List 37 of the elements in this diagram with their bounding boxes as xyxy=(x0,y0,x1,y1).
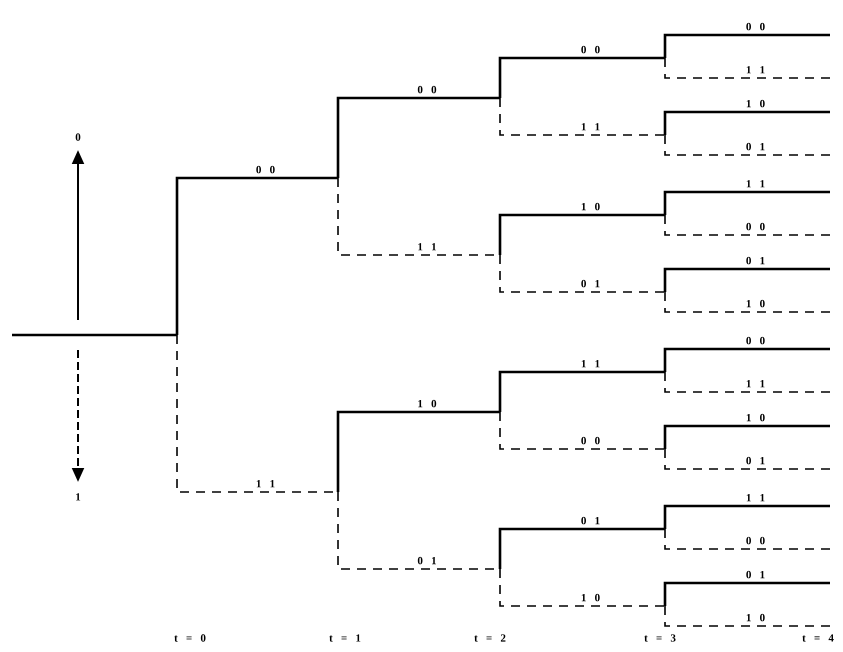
branch-label: 0 1 xyxy=(581,280,600,288)
branch-label: 1 1 xyxy=(256,480,275,488)
branch-label: 0 0 xyxy=(746,22,765,30)
time-label: t = 4 xyxy=(802,634,834,642)
time-label: t = 3 xyxy=(644,634,676,642)
time-label: t = 2 xyxy=(474,634,506,642)
branch-label: 0 1 xyxy=(418,556,436,564)
branch-label: 1 0 xyxy=(582,594,600,602)
branch-label: 1 0 xyxy=(418,400,436,408)
branch-label: 1 0 xyxy=(746,300,765,308)
branch-label: 0 0 xyxy=(418,86,436,94)
branch-label: 1 0 xyxy=(746,614,765,622)
branch-label: 0 1 xyxy=(746,142,765,150)
branch-label: 1 1 xyxy=(582,360,600,368)
branch-label: 1 1 xyxy=(746,494,765,502)
branch-label: 1 1 xyxy=(418,243,436,250)
branch-label: 0 0 xyxy=(581,436,600,444)
direction-label: 1 xyxy=(76,493,80,500)
branch-label: 1 0 xyxy=(746,414,765,422)
branch-label: 0 1 xyxy=(746,256,765,264)
branch-label: 0 0 xyxy=(256,166,275,174)
branch-label: 1 0 xyxy=(746,100,765,108)
branch-label: 1 1 xyxy=(582,123,600,130)
branch-label: 1 1 xyxy=(746,380,765,388)
branch-label: 1 1 xyxy=(746,180,765,188)
direction-label: 0 xyxy=(76,133,80,141)
branch-label: 0 0 xyxy=(746,536,765,544)
branch-label: 0 1 xyxy=(746,456,765,464)
time-label: t = 1 xyxy=(329,634,360,642)
time-label: t = 0 xyxy=(174,634,206,642)
branch-label: 0 0 xyxy=(581,46,600,54)
branch-label: 1 1 xyxy=(746,66,765,74)
branch-label: 0 0 xyxy=(746,336,765,344)
branch-label: 0 1 xyxy=(746,570,765,578)
branch-label: 0 1 xyxy=(581,516,600,524)
branch-label: 0 0 xyxy=(746,222,765,230)
branch-label: 1 0 xyxy=(582,202,600,210)
